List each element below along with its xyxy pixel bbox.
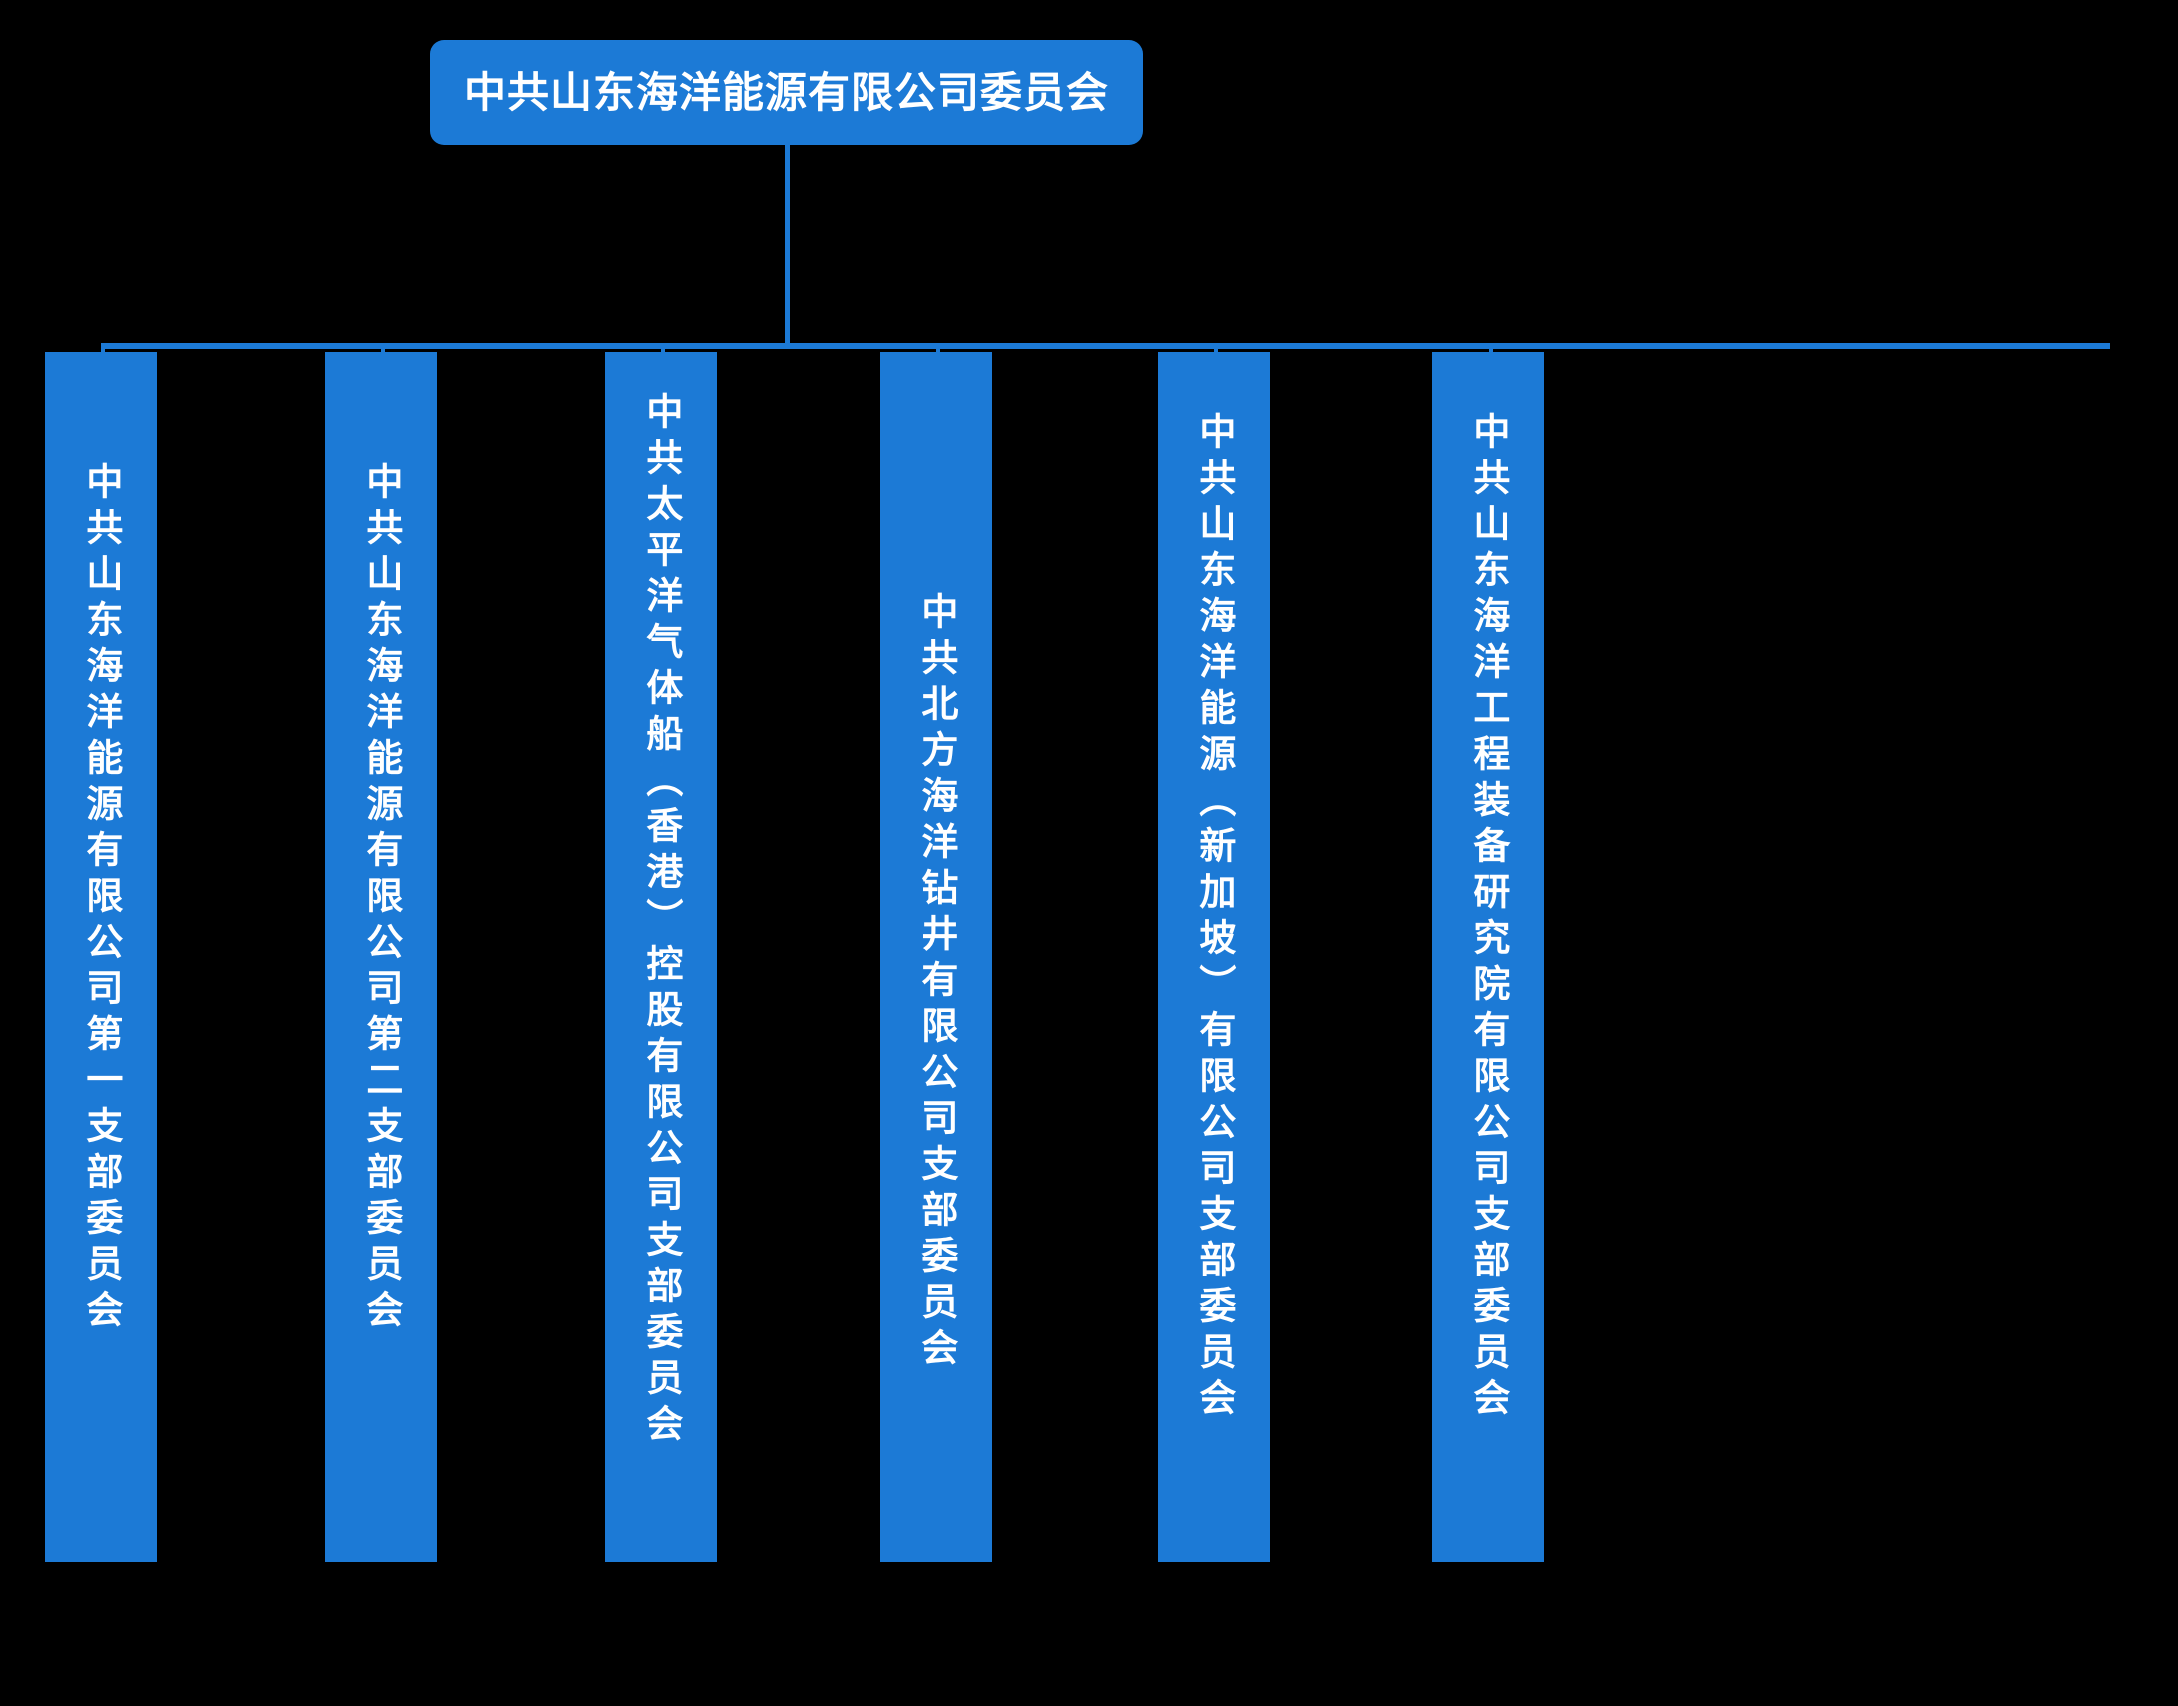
org-node-branch-6-label: 中共山东海洋工程装备研究院有限公司支部委员会 [1467, 412, 1509, 1424]
connector-child-drop-5 [1214, 343, 1218, 352]
org-node-branch-4[interactable]: 中共北方海洋钻井有限公司支部委员会 [880, 352, 992, 1562]
org-node-branch-1-label: 中共山东海洋能源有限公司第一支部委员会 [80, 462, 122, 1336]
org-node-branch-1[interactable]: 中共山东海洋能源有限公司第一支部委员会 [45, 352, 157, 1562]
connector-child-drop-4 [936, 343, 940, 352]
org-node-branch-3-label: 中共太平洋气体船（香港）控股有限公司支部委员会 [640, 392, 682, 1450]
org-node-branch-2-label: 中共山东海洋能源有限公司第二支部委员会 [360, 462, 402, 1336]
org-node-branch-4-label: 中共北方海洋钻井有限公司支部委员会 [915, 592, 957, 1374]
org-node-root[interactable]: 中共山东海洋能源有限公司委员会 [430, 40, 1143, 145]
org-node-branch-6[interactable]: 中共山东海洋工程装备研究院有限公司支部委员会 [1432, 352, 1544, 1562]
org-node-branch-2[interactable]: 中共山东海洋能源有限公司第二支部委员会 [325, 352, 437, 1562]
org-node-branch-5-label: 中共山东海洋能源（新加坡）有限公司支部委员会 [1193, 412, 1235, 1424]
org-node-branch-3[interactable]: 中共太平洋气体船（香港）控股有限公司支部委员会 [605, 352, 717, 1562]
connector-root-drop [785, 145, 790, 348]
org-node-root-label: 中共山东海洋能源有限公司委员会 [463, 68, 1109, 116]
connector-child-drop-6 [1489, 343, 1493, 352]
connector-child-drop-3 [661, 343, 665, 352]
connector-child-drop-1 [101, 343, 105, 352]
connector-child-drop-2 [381, 343, 385, 352]
connector-horizontal-bus [103, 343, 2110, 349]
org-node-branch-5[interactable]: 中共山东海洋能源（新加坡）有限公司支部委员会 [1158, 352, 1270, 1562]
